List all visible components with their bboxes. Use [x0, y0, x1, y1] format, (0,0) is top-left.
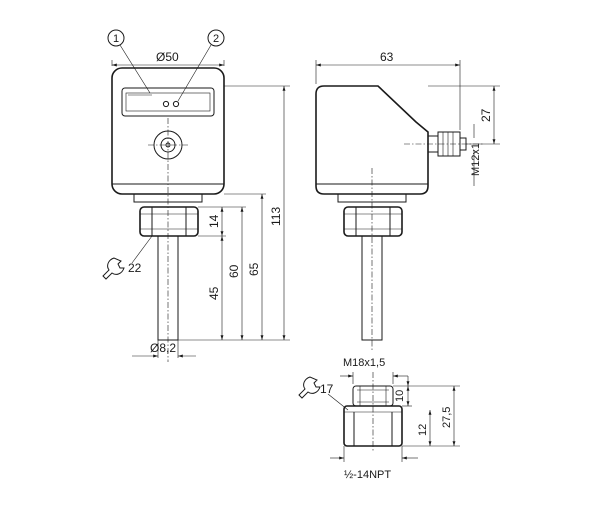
led-indicator — [162, 100, 170, 108]
adapter-view: M18x1,5 17 10 12 27,5 ½-14NPT — [298, 357, 460, 481]
callout-1-label: 1 — [113, 33, 119, 45]
dim-65: 65 — [247, 262, 261, 276]
display-window — [121, 87, 215, 117]
callout-2-label: 2 — [213, 33, 219, 45]
dim-14: 14 — [207, 214, 221, 228]
callout-1 — [107, 29, 125, 47]
adapter-npt: ½-14NPT — [344, 469, 391, 481]
dim-probe-diameter: Ø8,2 — [150, 341, 176, 355]
dim-113: 113 — [269, 207, 283, 226]
side-housing — [315, 85, 429, 195]
side-probe — [361, 235, 383, 341]
dim-27: 27 — [479, 108, 493, 122]
wrench-icon — [102, 257, 125, 280]
wrench-icon — [298, 376, 321, 399]
side-view: 63 27 M12x1 — [315, 50, 500, 350]
hex-nut — [139, 206, 199, 237]
dim-27-5: 27,5 — [441, 407, 453, 428]
wrench-size: 22 — [128, 261, 142, 275]
dim-63: 63 — [380, 50, 394, 64]
led-indicator — [172, 100, 180, 108]
dim-10: 10 — [394, 390, 406, 402]
dim-12: 12 — [417, 424, 429, 436]
dim-60: 60 — [227, 264, 241, 278]
dim-diameter-50: Ø50 — [156, 50, 179, 64]
dim-45: 45 — [207, 286, 221, 300]
callout-2 — [207, 29, 225, 47]
adapter-wrench-size: 17 — [320, 382, 334, 396]
front-view: 22 Ø50 1 2 14 45 60 65 113 — [102, 29, 290, 362]
side-hex-nut — [343, 206, 403, 237]
connector-thread: M12x1 — [470, 143, 482, 176]
adapter-thread: M18x1,5 — [343, 357, 385, 369]
